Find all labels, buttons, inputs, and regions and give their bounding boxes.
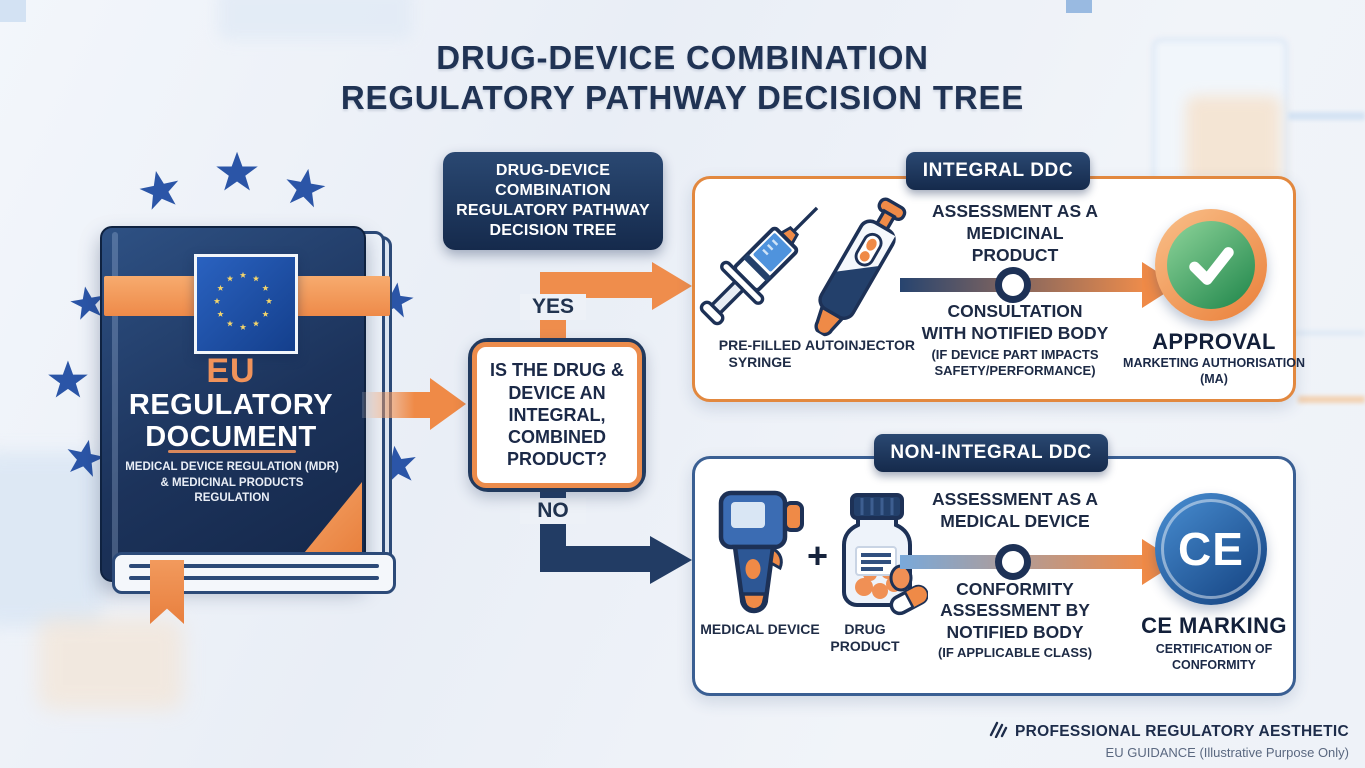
approval-check-inner xyxy=(1167,221,1255,309)
page-title: DRUG-DEVICE COMBINATION REGULATORY PATHW… xyxy=(0,38,1365,119)
decision-question: IS THE DRUG & DEVICE AN INTEGRAL, COMBIN… xyxy=(489,360,624,470)
ce-marking-title: CE MARKING xyxy=(1141,613,1287,638)
nonintegral-ddc-badge: NON-INTEGRAL DDC xyxy=(874,434,1108,472)
flow-root-box-label: DRUG-DEVICE COMBINATION REGULATORY PATHW… xyxy=(456,162,650,239)
book-to-decision-arrowhead xyxy=(430,378,466,430)
prefilled-syringe-icon xyxy=(697,193,827,333)
ce-mark-inner: CE xyxy=(1161,499,1261,599)
hatch-icon xyxy=(988,720,1008,743)
page-edge-line xyxy=(129,564,379,568)
ce-marking-subtitle: CERTIFICATION OF CONFORMITY xyxy=(1155,642,1273,673)
flow-root-box: DRUG-DEVICE COMBINATION REGULATORY PATHW… xyxy=(443,152,663,250)
autoinjector-label: AUTOINJECTOR xyxy=(805,337,915,353)
no-branch-label: NO xyxy=(520,498,586,524)
medical-device-label: MEDICAL DEVICE xyxy=(700,621,820,637)
nonintegral-assessment-text: ASSESSMENT AS A MEDICAL DEVICE xyxy=(932,489,1098,531)
drug-product-icon xyxy=(828,492,928,617)
footer: PROFESSIONAL REGULATORY AESTHETIC EU GUI… xyxy=(988,720,1349,760)
ce-mark-icon: CE xyxy=(1155,493,1267,605)
page-title-line1: DRUG-DEVICE COMBINATION xyxy=(436,39,929,76)
consultation-note: (IF DEVICE PART IMPACTS SAFETY/PERFORMAN… xyxy=(931,346,1099,378)
nonintegral-pathway-node xyxy=(995,544,1031,580)
book-divider xyxy=(168,450,296,453)
yes-arrowhead xyxy=(652,262,692,310)
book-title: REGULATORY DOCUMENT xyxy=(128,389,334,453)
no-arrowhead xyxy=(650,536,692,584)
consultation-line1: CONSULTATION xyxy=(947,301,1083,321)
conformity-note: (IF APPLICABLE CLASS) xyxy=(937,645,1093,661)
bg-orange-line xyxy=(1298,396,1365,403)
book-subtitle: MEDICAL DEVICE REGULATION (MDR) & MEDICI… xyxy=(125,461,339,505)
integral-ddc-panel: PRE-FILLED SYRINGE AUTOINJECTOR ASSESSME… xyxy=(692,176,1305,402)
integral-assessment-text: ASSESSMENT AS A MEDICINAL PRODUCT xyxy=(932,201,1098,265)
bg-soft-shape xyxy=(218,0,413,40)
bookmark-ribbon-icon xyxy=(150,560,184,624)
book-eu-label: EU xyxy=(206,352,256,390)
drug-product-label: DRUG PRODUCT xyxy=(830,621,900,654)
eu-flag-icon xyxy=(194,254,298,354)
decision-box-inner: IS THE DRUG & DEVICE AN INTEGRAL, COMBIN… xyxy=(472,342,642,488)
conformity-text: CONFORMITY ASSESSMENT BY NOTIFIED BODY (… xyxy=(925,579,1105,661)
nonintegral-ddc-panel: + ME xyxy=(692,456,1296,696)
bg-soft-shape xyxy=(38,618,183,710)
yes-branch-label: YES xyxy=(520,294,586,320)
footer-title: PROFESSIONAL REGULATORY AESTHETIC xyxy=(1015,722,1349,740)
approval-subtitle: MARKETING AUTHORISATION (MA) xyxy=(1123,356,1305,387)
autoinjector-icon xyxy=(803,197,913,339)
bg-notch-shape xyxy=(1066,0,1092,13)
footer-subtitle: EU GUIDANCE (Illustrative Purpose Only) xyxy=(1105,745,1349,760)
bg-corner-shape xyxy=(0,0,26,22)
integral-ddc-badge: INTEGRAL DDC xyxy=(906,152,1090,190)
plus-sign: + xyxy=(807,535,829,576)
integral-consultation-text: CONSULTATION WITH NOTIFIED BODY (IF DEVI… xyxy=(900,301,1130,379)
medical-device-icon xyxy=(715,489,810,614)
consultation-line2: WITH NOTIFIED BODY xyxy=(921,322,1109,343)
approval-check-icon xyxy=(1155,209,1267,321)
page-title-line2: REGULATORY PATHWAY DECISION TREE xyxy=(340,79,1025,117)
book-to-decision-arrow xyxy=(362,392,432,418)
decision-box: IS THE DRUG & DEVICE AN INTEGRAL, COMBIN… xyxy=(468,338,646,492)
syringe-label: PRE-FILLED SYRINGE xyxy=(718,337,802,370)
page-edge-line xyxy=(129,576,379,580)
no-connector-horizontal xyxy=(540,546,656,572)
conformity-main: CONFORMITY ASSESSMENT BY NOTIFIED BODY xyxy=(940,579,1090,642)
integral-pathway-node xyxy=(995,267,1031,303)
ce-mark-letters: CE xyxy=(1178,523,1244,575)
approval-title: APPROVAL xyxy=(1152,329,1276,354)
